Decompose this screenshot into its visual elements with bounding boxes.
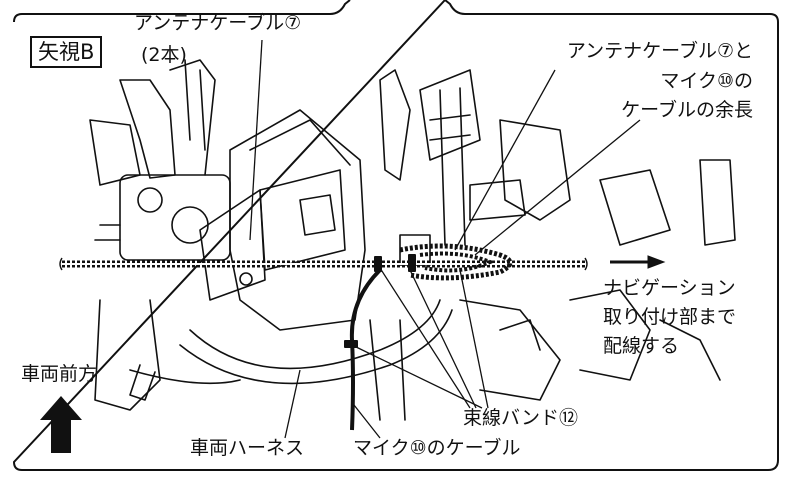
label-vehicle-front: 車両前方 [21, 363, 98, 385]
view-label-box: 矢視B [30, 36, 103, 68]
label-binding-band: 束線バンド⑫ [463, 407, 578, 429]
label-antenna-count: (2本) [141, 44, 187, 66]
label-navi-line2: 取り付け部まで [603, 306, 737, 328]
label-navi-line1: ナビゲーション [603, 277, 736, 299]
label-surplus-line3: ケーブルの余長 [621, 99, 753, 121]
label-mic-cable: マイク⑩のケーブル [353, 437, 521, 459]
navi-direction-arrow [610, 255, 666, 269]
label-antenna-cable: アンテナケーブル⑦ [134, 12, 302, 34]
leader-lines [249, 39, 641, 439]
label-surplus-line1: アンテナケーブル⑦と [566, 40, 753, 62]
label-vehicle-harness: 車両ハーネス [190, 437, 305, 459]
cable-route [59, 243, 588, 431]
label-navi-line3: 配線する [603, 335, 680, 357]
frame-border [12, 0, 779, 471]
label-surplus-line2: マイク⑩の [660, 70, 753, 92]
engine-components [89, 59, 736, 421]
vehicle-front-arrow [40, 396, 82, 453]
